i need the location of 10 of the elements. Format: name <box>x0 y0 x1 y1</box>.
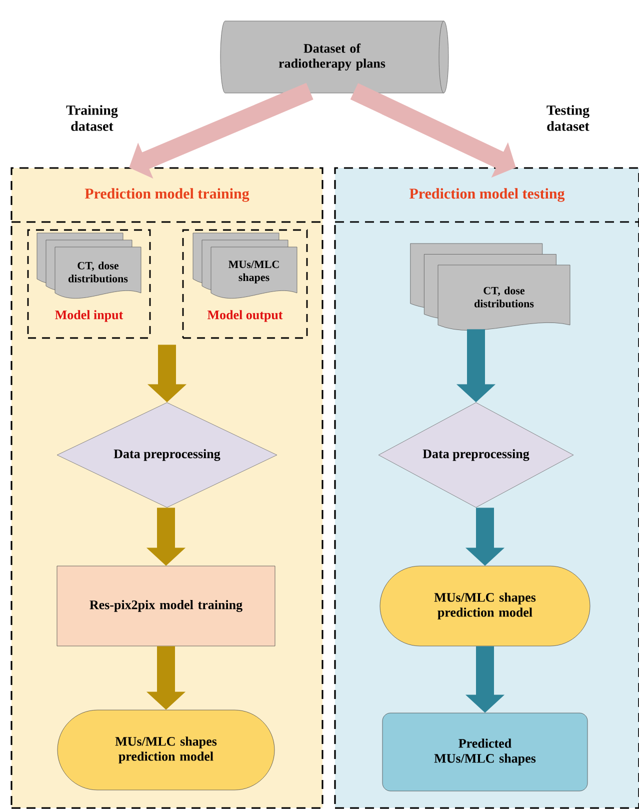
edge-label: Testing dataset <box>546 105 590 131</box>
process-box: Res-pix2pix model training <box>56 566 276 646</box>
database-cylinder: Dataset of radiotherapy plans <box>220 20 449 94</box>
document-stack: MUs/MLC shapes <box>192 232 298 299</box>
document-stack: CT, dose distributions <box>36 232 142 299</box>
document-stack: CT, dose distributions <box>410 243 570 331</box>
terminal-pill: MUs/MLC shapes prediction model <box>380 566 590 646</box>
terminal-pill: MUs/MLC shapes prediction model <box>57 710 275 790</box>
edge-label: Training dataset <box>66 105 118 131</box>
result-box: Predicted MUs/MLC shapes <box>382 712 588 792</box>
